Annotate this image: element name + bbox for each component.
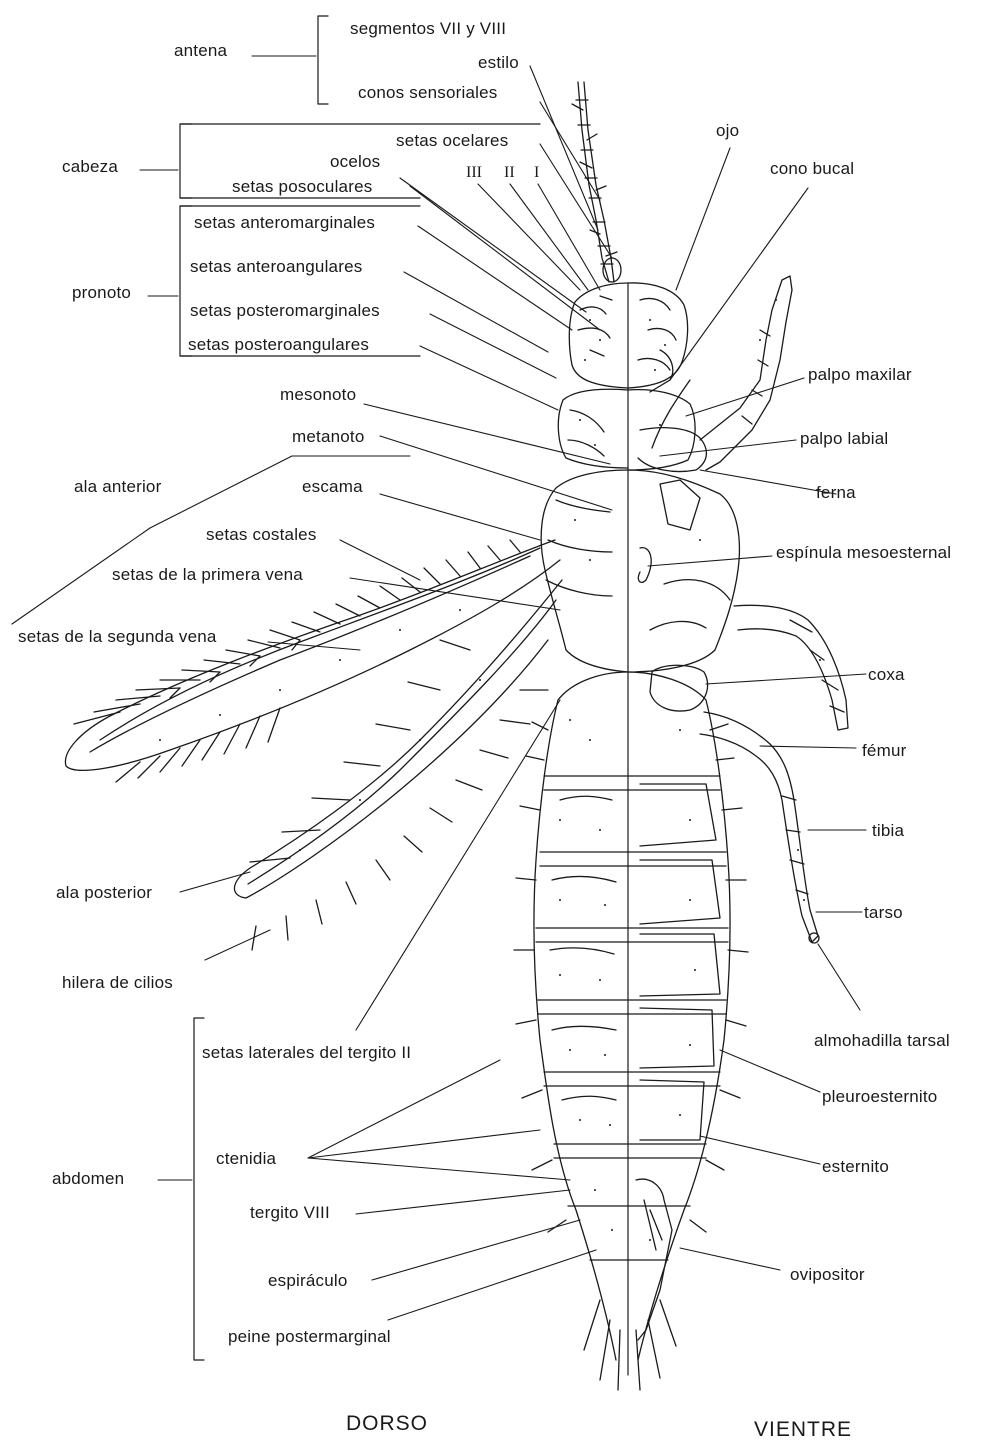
label-tergito-viii: tergito VIII (250, 1204, 330, 1221)
label-almohadilla-tarsal: almohadilla tarsal (814, 1032, 950, 1049)
label-setas-posteromarginales: setas posteromarginales (190, 302, 380, 319)
leader-lines (12, 56, 866, 1320)
label-esternito: esternito (822, 1158, 889, 1175)
label-conos-sensoriales: conos sensoriales (358, 84, 497, 101)
label-segmentos: segmentos VII y VIII (350, 20, 506, 37)
hindwing-drawing (234, 580, 562, 950)
label-femur: fémur (862, 742, 906, 759)
bracket-antena (318, 16, 328, 104)
label-ojo: ojo (716, 122, 739, 139)
label-abdomen: abdomen (52, 1170, 124, 1187)
footer-vientre: VIENTRE (754, 1418, 852, 1442)
label-setas-posoculares: setas posoculares (232, 178, 372, 195)
label-ctenidia: ctenidia (216, 1150, 276, 1167)
label-peine-postermarginal: peine postermarginal (228, 1328, 391, 1345)
label-mesonoto: mesonoto (280, 386, 356, 403)
label-palpo-maxilar: palpo maxilar (808, 366, 912, 383)
label-setas-posteroangulares: setas posteroangulares (188, 336, 369, 353)
label-ala-anterior: ala anterior (74, 478, 161, 495)
label-coxa: coxa (868, 666, 905, 683)
label-ocelo-ii: II (504, 164, 515, 182)
label-ocelo-iii: III (466, 164, 482, 182)
label-palpo-labial: palpo labial (800, 430, 888, 447)
legs-drawing (700, 605, 848, 943)
stippling (159, 299, 821, 1241)
label-metanoto: metanoto (292, 428, 364, 445)
thorax-drawing (541, 389, 739, 711)
label-antena: antena (174, 42, 227, 59)
label-tibia: tibia (872, 822, 904, 839)
label-setas-laterales: setas laterales del tergito II (202, 1044, 411, 1061)
label-hilera-cilios: hilera de cilios (62, 974, 173, 991)
bracket-pronoto (180, 206, 192, 356)
label-tarso: tarso (864, 904, 903, 921)
label-setas-primera-vena: setas de la primera vena (112, 566, 303, 583)
label-escama: escama (302, 478, 363, 495)
label-ovipositor: ovipositor (790, 1266, 865, 1283)
label-setas-ocelares: setas ocelares (396, 132, 508, 149)
palps-drawing (638, 276, 792, 472)
bracket-abdomen (194, 1018, 204, 1360)
label-setas-segunda-vena: setas de la segunda vena (18, 628, 217, 645)
label-espinula-mesoesternal: espínula mesoesternal (776, 544, 951, 561)
label-ocelo-i: I (534, 164, 539, 182)
label-setas-anteroangulares: setas anteroangulares (190, 258, 362, 275)
bracket-cabeza (180, 124, 192, 198)
antenna-drawing (572, 82, 621, 282)
label-ocelos: ocelos (330, 153, 380, 170)
label-cono-bucal: cono bucal (770, 160, 854, 177)
label-pleuroesternito: pleuroesternito (822, 1088, 937, 1105)
label-estilo: estilo (478, 54, 519, 71)
label-espiraculo: espiráculo (268, 1272, 348, 1289)
label-setas-costales: setas costales (206, 526, 317, 543)
footer-dorso: DORSO (346, 1412, 428, 1436)
abdomen-drawing (514, 672, 748, 1390)
label-cabeza: cabeza (62, 158, 118, 175)
label-setas-anteromarginales: setas anteromarginales (194, 214, 375, 231)
label-pronoto: pronoto (72, 284, 131, 301)
label-ala-posterior: ala posterior (56, 884, 152, 901)
label-ferna: ferna (816, 484, 856, 501)
